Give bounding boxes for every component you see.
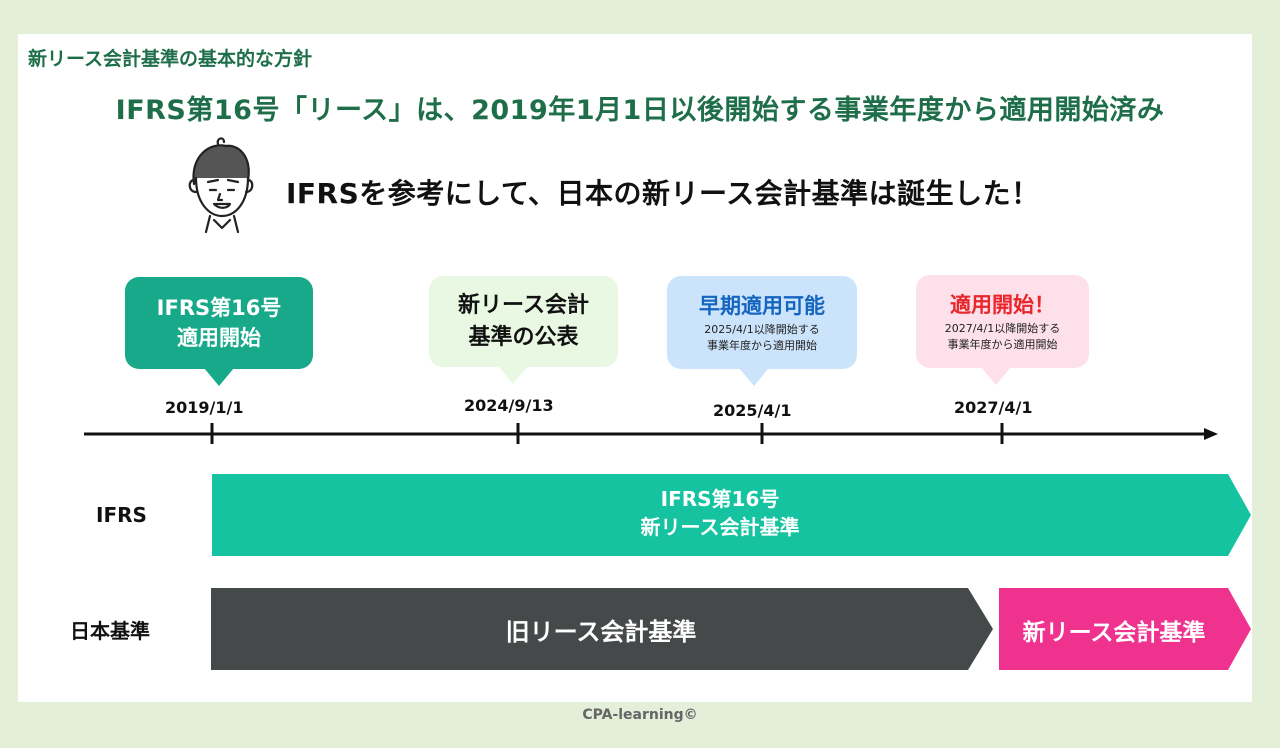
row-label-japan: 日本基準 xyxy=(70,619,150,643)
character-illustration-icon xyxy=(188,137,254,234)
milestone-title: 適用開始！ xyxy=(950,292,1055,317)
bar-old-japan-standard xyxy=(211,588,993,670)
milestone-detail-line: 2025/4/1以降開始する xyxy=(704,322,820,336)
headline: IFRS第16号「リース」は、2019年1月1日以後開始する事業年度から適用開始… xyxy=(115,95,1165,126)
milestone-title-line: 新リース会計 xyxy=(458,292,589,318)
row-label-ifrs: IFRS xyxy=(96,503,147,527)
bar-new-japan-standard xyxy=(999,588,1251,670)
milestone-title: 早期適用可能 xyxy=(699,293,825,318)
milestone-detail: 2025/4/1以降開始する 事業年度から適用開始 xyxy=(704,322,819,354)
credit: CPA-learning© xyxy=(582,707,698,723)
bar-label-line: 新リース会計基準 xyxy=(640,515,800,539)
bar-label-line: IFRS第16号 xyxy=(660,487,780,511)
subheadline: IFRSを参考にして、日本の新リース会計基準は誕生した！ xyxy=(286,177,1040,210)
bubble-tail xyxy=(498,366,528,384)
timeline-date: 2025/4/1 xyxy=(713,401,792,420)
milestone-bubble-ifrs16: IFRS第16号 適用開始 xyxy=(125,277,313,386)
milestone-detail-line: 2027/4/1以降開始する xyxy=(944,321,1061,335)
milestone-title-line: 適用開始 xyxy=(177,326,261,350)
bubble-tail xyxy=(739,368,769,386)
milestone-detail-line: 事業年度から適用開始 xyxy=(947,337,1058,351)
bubble-tail xyxy=(204,368,234,386)
milestone-bubble-effective: 適用開始！ 2027/4/1以降開始する 事業年度から適用開始 xyxy=(916,275,1089,385)
milestone-detail-line: 事業年度から適用開始 xyxy=(707,338,817,352)
bar-old-standard-label: 旧リース会計基準 xyxy=(505,618,697,646)
bubble-tail xyxy=(981,367,1011,385)
bar-new-standard-label: 新リース会計基準 xyxy=(1022,620,1206,646)
milestone-bubble-early-adoption: 早期適用可能 2025/4/1以降開始する 事業年度から適用開始 xyxy=(667,276,857,386)
milestone-title-line: IFRS第16号 xyxy=(156,296,282,320)
period-bars xyxy=(211,474,1251,670)
timeline-date: 2019/1/1 xyxy=(165,398,244,417)
section-title: 新リース会計基準の基本的な方針 xyxy=(28,48,313,70)
timeline-date: 2024/9/13 xyxy=(464,396,554,415)
bar-ifrs xyxy=(212,474,1251,556)
milestone-bubble-publication: 新リース会計 基準の公表 xyxy=(429,276,618,384)
bar-ifrs-label: IFRS第16号 新リース会計基準 xyxy=(212,485,1228,541)
timeline-arrow-icon xyxy=(84,423,1218,444)
timeline-date: 2027/4/1 xyxy=(954,398,1033,417)
milestone-title-line: 基準の公表 xyxy=(468,324,579,350)
milestone-detail: 2027/4/1以降開始する 事業年度から適用開始 xyxy=(945,321,1060,353)
